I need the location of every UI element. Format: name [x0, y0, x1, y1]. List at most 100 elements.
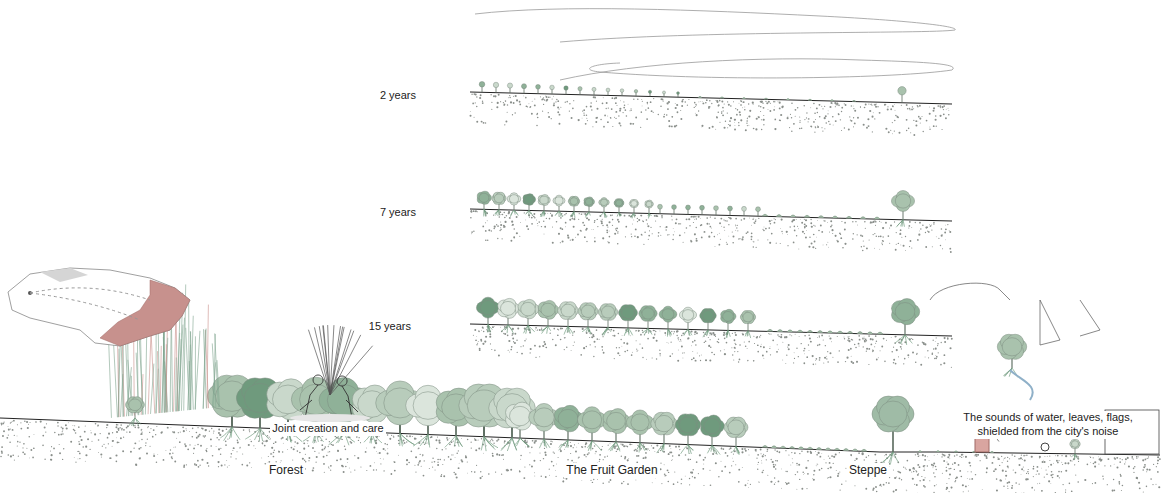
drawing-stroke: [949, 230, 950, 231]
drawing-stroke: [503, 102, 504, 103]
drawing-stroke: [607, 241, 608, 242]
drawing-stroke: [632, 224, 633, 225]
drawing-stroke: [901, 105, 902, 106]
drawing-stroke: [830, 226, 832, 228]
drawing-stroke: [847, 339, 849, 341]
drawing-stroke: [491, 102, 492, 103]
drawing-stroke: [513, 237, 515, 239]
drawing-stroke: [764, 227, 765, 228]
drawing-stroke: [870, 338, 872, 340]
drawing-stroke: [650, 101, 652, 103]
drawing-stroke: [740, 119, 742, 121]
drawing-stroke: [837, 103, 839, 105]
drawing-stroke: [817, 126, 819, 128]
drawing-stroke: [548, 112, 549, 113]
drawing-stroke: [539, 329, 541, 331]
drawing-stroke: [596, 329, 598, 331]
drawing-stroke: [549, 97, 550, 98]
drawing-stroke: [560, 59, 953, 80]
drawing-stroke: [618, 115, 619, 116]
drawing-stroke: [874, 118, 875, 119]
drawing-stroke: [538, 194, 550, 217]
drawing-stroke: [832, 357, 833, 358]
drawing-stroke: [806, 230, 807, 231]
drawing-stroke: [780, 336, 782, 338]
drawing-stroke: [866, 348, 868, 350]
drawing-stroke: [727, 101, 728, 102]
drawing-stroke: [936, 236, 937, 237]
drawing-stroke: [622, 335, 623, 336]
drawing-stroke: [907, 354, 909, 356]
drawing-stroke: [895, 194, 910, 208]
drawing-stroke: [741, 219, 743, 221]
drawing-stroke: [579, 213, 580, 214]
drawing-stroke: [533, 216, 535, 218]
drawing-stroke: [849, 116, 850, 117]
drawing-stroke: [868, 348, 870, 350]
drawing-stroke: [940, 245, 941, 246]
drawing-stroke: [912, 339, 913, 340]
drawing-stroke: [755, 128, 757, 130]
drawing-stroke: [510, 349, 512, 351]
drawing-stroke: [665, 227, 666, 228]
drawing-stroke: [584, 236, 586, 238]
drawing-stroke: [631, 236, 632, 237]
drawing-stroke: [814, 241, 816, 243]
drawing-stroke: [672, 219, 673, 220]
drawing-stroke: [913, 134, 915, 136]
drawing-stroke: [617, 243, 619, 245]
drawing-stroke: [516, 339, 517, 340]
drawing-stroke: [517, 352, 518, 353]
drawing-stroke: [534, 99, 535, 100]
drawing-stroke: [494, 194, 503, 203]
drawing-stroke: [815, 360, 816, 361]
drawing-stroke: [536, 84, 541, 89]
drawing-stroke: [675, 103, 676, 104]
drawing-stroke: [497, 102, 499, 104]
drawing-stroke: [831, 225, 832, 226]
drawing-stroke: [741, 101, 743, 103]
drawing-stroke: [830, 220, 832, 222]
drawing-stroke: [742, 206, 747, 211]
drawing-stroke: [609, 231, 610, 232]
drawing-stroke: [724, 349, 725, 350]
drawing-stroke: [877, 332, 883, 334]
drawing-stroke: [949, 347, 951, 349]
drawing-stroke: [480, 300, 495, 314]
drawing-stroke: [734, 122, 735, 123]
drawing-stroke: [508, 97, 509, 98]
drawing-stroke: [913, 120, 914, 121]
drawing-stroke: [746, 120, 748, 122]
drawing-stroke: [548, 326, 551, 331]
drawing-stroke: [582, 328, 584, 330]
drawing-stroke: [948, 114, 950, 116]
drawing-stroke: [789, 226, 790, 227]
drawing-stroke: [730, 105, 732, 107]
drawing-stroke: [745, 129, 747, 131]
drawing-stroke: [846, 216, 852, 218]
drawing-stroke: [895, 335, 905, 343]
drawing-stroke: [922, 131, 923, 132]
drawing-stroke: [837, 104, 838, 105]
drawing-stroke: [912, 106, 913, 107]
drawing-stroke: [734, 119, 735, 120]
drawing-stroke: [761, 344, 762, 345]
drawing-stroke: [599, 198, 610, 218]
drawing-stroke: [747, 360, 748, 361]
drawing-stroke: [758, 218, 759, 219]
drawing-stroke: [726, 342, 728, 344]
drawing-stroke: [947, 224, 948, 225]
drawing-stroke: [739, 114, 741, 116]
drawing-stroke: [544, 226, 546, 228]
drawing-stroke: [606, 108, 607, 109]
drawing-stroke: [898, 341, 900, 343]
drawing-stroke: [743, 218, 745, 220]
drawing-stroke: [479, 193, 489, 202]
drawing-stroke: [549, 218, 551, 220]
drawing-stroke: [496, 106, 498, 108]
drawing-stroke: [556, 221, 558, 223]
drawing-stroke: [593, 356, 594, 357]
drawing-stroke: [550, 333, 551, 334]
drawing-stroke: [672, 353, 673, 354]
